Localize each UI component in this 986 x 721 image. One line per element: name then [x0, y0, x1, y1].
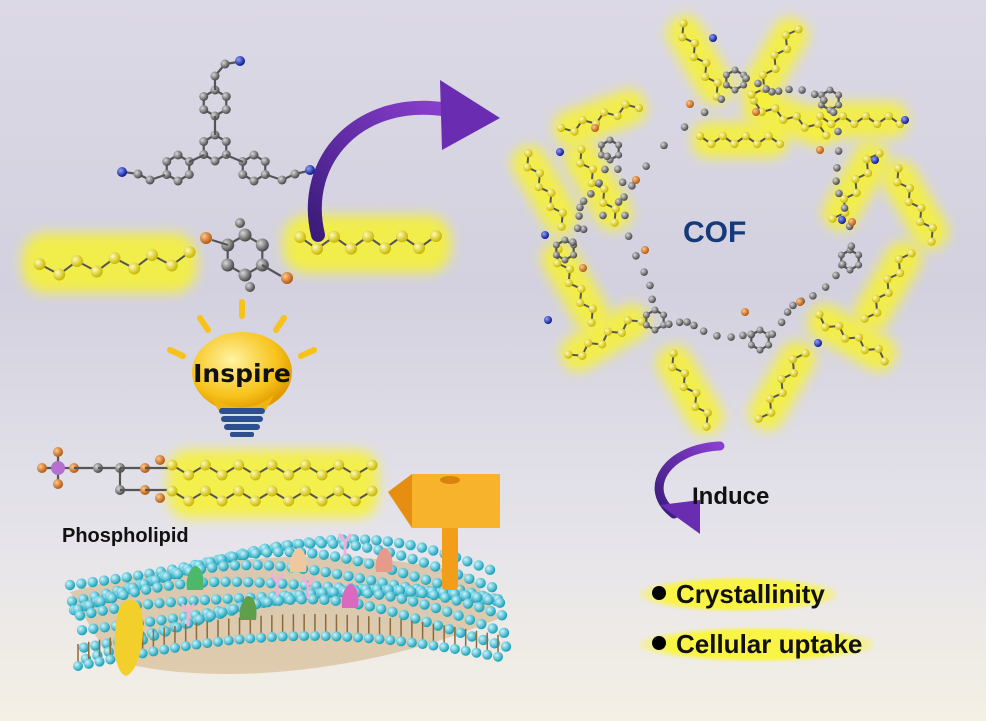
lightbulb-icon: Inspire — [167, 299, 317, 437]
bullet-icon — [652, 586, 666, 601]
triaryl-monomer — [117, 56, 315, 186]
property-text: Cellular uptake — [676, 629, 863, 659]
induce-arrow-icon — [654, 441, 725, 534]
phospholipid-label: Phospholipid — [62, 525, 189, 547]
alkyl-monomer — [22, 215, 451, 293]
cof-framework — [511, 15, 949, 435]
cof-label: COF — [683, 216, 747, 249]
curved-arrow-icon — [307, 80, 500, 242]
induce-label: Induce — [692, 483, 770, 510]
property-cellular-uptake: Cellular uptake — [640, 627, 875, 662]
bullet-icon — [652, 636, 666, 651]
inspire-label: Inspire — [193, 359, 291, 388]
property-text: Crystallinity — [676, 579, 825, 609]
property-crystallinity: Crystallinity — [640, 577, 837, 612]
signpost-icon — [388, 474, 500, 590]
phospholipid-molecule — [37, 447, 378, 518]
membrane-protein — [114, 599, 144, 676]
